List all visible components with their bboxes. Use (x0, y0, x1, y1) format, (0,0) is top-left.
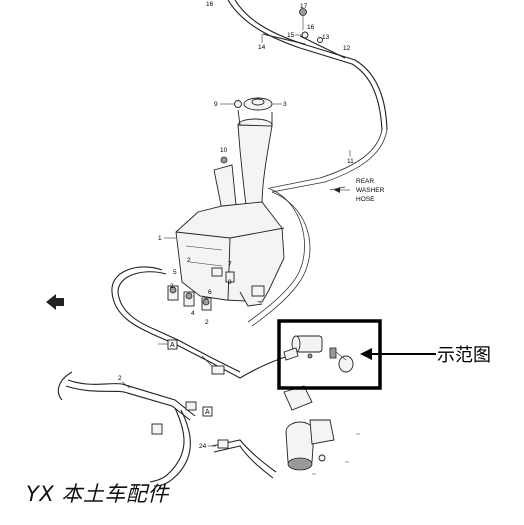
part-label-11: 11 (347, 158, 354, 165)
callout-label: 示范图 (437, 345, 491, 366)
svg-text:A: A (205, 409, 210, 416)
part-label-14: 14 (258, 44, 266, 51)
upper-hose-assembly (227, 0, 388, 193)
highlight-box (277, 319, 382, 390)
part-label-2c: 2 (205, 319, 209, 326)
filler-neck (213, 97, 273, 211)
part-label-2d: 2 (118, 375, 122, 382)
bottom-pump (283, 385, 335, 471)
part-label-5: 5 (173, 269, 177, 276)
part-label-12: 12 (343, 45, 351, 52)
part-label-15: 15 (287, 32, 295, 39)
front-washer-hose (111, 187, 311, 379)
svg-text:HOSE: HOSE (356, 196, 375, 203)
part-label-17: 17 (300, 3, 308, 10)
part-label-4: 4 (191, 310, 195, 317)
part-labels: 16 17 16 15 13 14 12 9 3 11 10 1 2 5 2 7… (118, 1, 354, 450)
part-label-1: 1 (158, 235, 162, 242)
part-label-3: 3 (283, 101, 287, 108)
part-label-8: 8 (228, 279, 232, 286)
part-label-13: 13 (322, 34, 330, 41)
svg-text:A: A (170, 342, 175, 349)
part-label-7: 7 (228, 261, 232, 268)
svg-text:REAR: REAR (356, 178, 374, 185)
ref-marker-a-upper: A (158, 339, 178, 350)
rear-washer-hose-note: REAR WASHER HOSE (334, 178, 385, 203)
part-label-16b: 16 (307, 24, 315, 31)
shop-watermark: YX 本土车配件 (26, 482, 169, 506)
ref-marker-a-lower: A (202, 406, 213, 417)
part-label-2b: 2 (170, 283, 174, 290)
lower-hose (57, 371, 277, 487)
misc-marks (312, 433, 360, 475)
part-label-9: 9 (214, 101, 218, 108)
part-label-24: 24 (199, 443, 207, 450)
front-direction-arrow-icon (46, 294, 64, 310)
part-label-10: 10 (220, 147, 228, 154)
part-label-16: 16 (206, 1, 214, 8)
callout-arrow (360, 348, 436, 360)
svg-text:WASHER: WASHER (356, 187, 385, 194)
part-label-2a: 2 (187, 257, 191, 264)
pump-cluster (167, 285, 212, 311)
washer-tank (175, 201, 285, 307)
part-label-6: 6 (208, 289, 212, 296)
